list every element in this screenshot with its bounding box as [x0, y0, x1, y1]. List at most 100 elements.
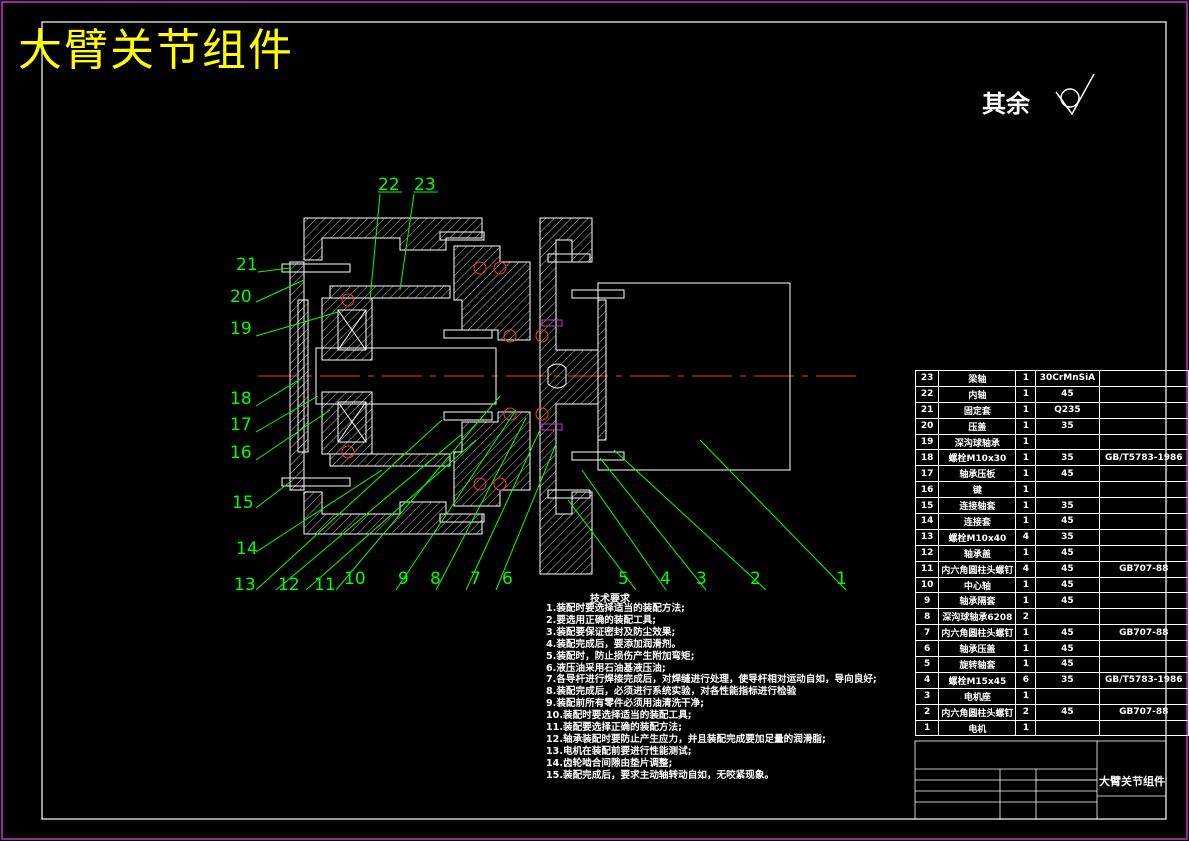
bom-material: 30CrMnSiA: [1035, 370, 1100, 387]
balloon-12: 12: [278, 575, 300, 595]
bom-standard: GB/T5783-1986: [1098, 449, 1189, 467]
tech-note: 15.装配完成后，要求主动轴转动自如，无咬紧现象。: [546, 769, 775, 781]
bom-qty: 1: [1015, 417, 1037, 435]
leader-lines: [255, 191, 847, 591]
bom-name: 内轴: [938, 385, 1017, 403]
balloon-10: 10: [344, 569, 366, 589]
tech-note: 4.装配完成后，要添加润滑剂。: [546, 638, 682, 650]
bom-material: 35: [1035, 497, 1100, 515]
bom-name: 键: [938, 481, 1017, 499]
bom-name: 旋转轴套: [938, 656, 1017, 673]
bom-no: 9: [914, 592, 940, 610]
bom-no: 17: [914, 465, 940, 483]
bom-qty: 1: [1015, 624, 1037, 642]
bom-name: 螺栓M10x30: [938, 449, 1017, 467]
bom-qty: 1: [1015, 449, 1037, 467]
balloon-13: 13: [234, 575, 256, 595]
tech-note: 9.装配前所有零件必须用油清洗干净;: [546, 698, 705, 710]
bom-material: 35: [1035, 671, 1100, 689]
title-block-lines: [914, 740, 1167, 820]
bom-no: 2: [914, 703, 940, 721]
bom-name: 连接轴套: [938, 497, 1017, 515]
bom-qty: 1: [1015, 544, 1037, 562]
balloon-6: 6: [502, 569, 513, 589]
bom-standard: [1098, 497, 1189, 515]
balloon-11: 11: [314, 575, 336, 595]
bom-name: 中心轴: [938, 576, 1017, 594]
bom-material: 35: [1035, 449, 1100, 467]
balloon-14: 14: [236, 539, 258, 559]
balloon-4: 4: [660, 569, 671, 589]
tech-requirements-list: 1.装配时要选择适当的装配方法; 2.要选用正确的装配工具; 3.装配要保证密封…: [546, 603, 877, 782]
balloon-1: 1: [836, 569, 847, 589]
tech-note: 7.各导杆进行焊接完成后，对焊缝进行处理，使导杆相对运动自如，导向良好;: [546, 674, 877, 686]
bom-no: 11: [914, 560, 940, 578]
bom-material: 45: [1035, 465, 1100, 483]
bom-standard: [1098, 465, 1189, 483]
bom-material: 45: [1035, 656, 1100, 673]
balloon-labels: 1 2 3 4 5 6 7 8 9 10 11 12 13 14 15 16 1…: [230, 175, 847, 595]
surface-roughness-note: 其余: [982, 90, 1030, 118]
bom-material: [1035, 608, 1100, 626]
balloon-20: 20: [230, 287, 252, 307]
bom-material: 45: [1035, 703, 1100, 721]
bom-qty: 6: [1015, 671, 1037, 689]
drawing-title: 大臂关节组件: [18, 25, 294, 76]
bom-material: [1035, 481, 1100, 499]
bom-qty: 4: [1015, 528, 1037, 546]
bom-name: 内六角圆柱头螺钉: [938, 560, 1017, 578]
bom-standard: [1098, 401, 1189, 419]
bom-material: 45: [1035, 513, 1100, 530]
tech-note: 8.装配完成后，必须进行系统实验，对各性能指标进行检验: [546, 686, 797, 698]
bom-qty: 4: [1015, 560, 1037, 578]
bom-no: 13: [914, 528, 940, 546]
fixed-sleeve-housing: [289, 217, 483, 535]
inner-shaft: [315, 285, 497, 467]
bom-standard: [1098, 592, 1189, 610]
tech-note: 6.液压油采用石油基液压油;: [546, 662, 666, 674]
bom-qty: 1: [1015, 401, 1037, 419]
bom-material: 45: [1035, 624, 1100, 642]
bom-no: 5: [914, 656, 940, 673]
bom-name: 深沟球轴承: [938, 433, 1017, 451]
balloon-9: 9: [398, 569, 409, 589]
balloon-17: 17: [230, 415, 252, 435]
bom-name: 压盖: [938, 417, 1017, 435]
bom-name: 内六角圆柱头螺钉: [938, 624, 1017, 642]
balloon-7: 7: [470, 569, 481, 589]
bom-name: 内六角圆柱头螺钉: [938, 703, 1017, 721]
bom-material: 45: [1035, 640, 1100, 658]
balloon-19: 19: [230, 319, 252, 339]
bom-qty: 1: [1015, 640, 1037, 658]
balloon-3: 3: [696, 569, 707, 589]
bom-material: [1035, 433, 1100, 451]
bom-no: 16: [914, 481, 940, 499]
bom-name: 轴承盖: [938, 544, 1017, 562]
bom-standard: GB707-88: [1098, 703, 1189, 721]
bom-no: 20: [914, 417, 940, 435]
bom-material: 45: [1035, 385, 1100, 403]
tech-note: 3.装配要保证密封及防尘效果;: [546, 626, 676, 638]
bom-name: 轴承压板: [938, 465, 1017, 483]
bom-no: 23: [914, 370, 940, 387]
bom-material: 45: [1035, 544, 1100, 562]
bom-material: [1035, 687, 1100, 705]
balloon-21: 21: [236, 255, 258, 275]
balloon-23: 23: [414, 175, 436, 195]
bom-qty: 1: [1015, 687, 1037, 705]
tech-note: 2.要选用正确的装配工具;: [546, 614, 657, 626]
bom-material: Q235: [1035, 401, 1100, 419]
